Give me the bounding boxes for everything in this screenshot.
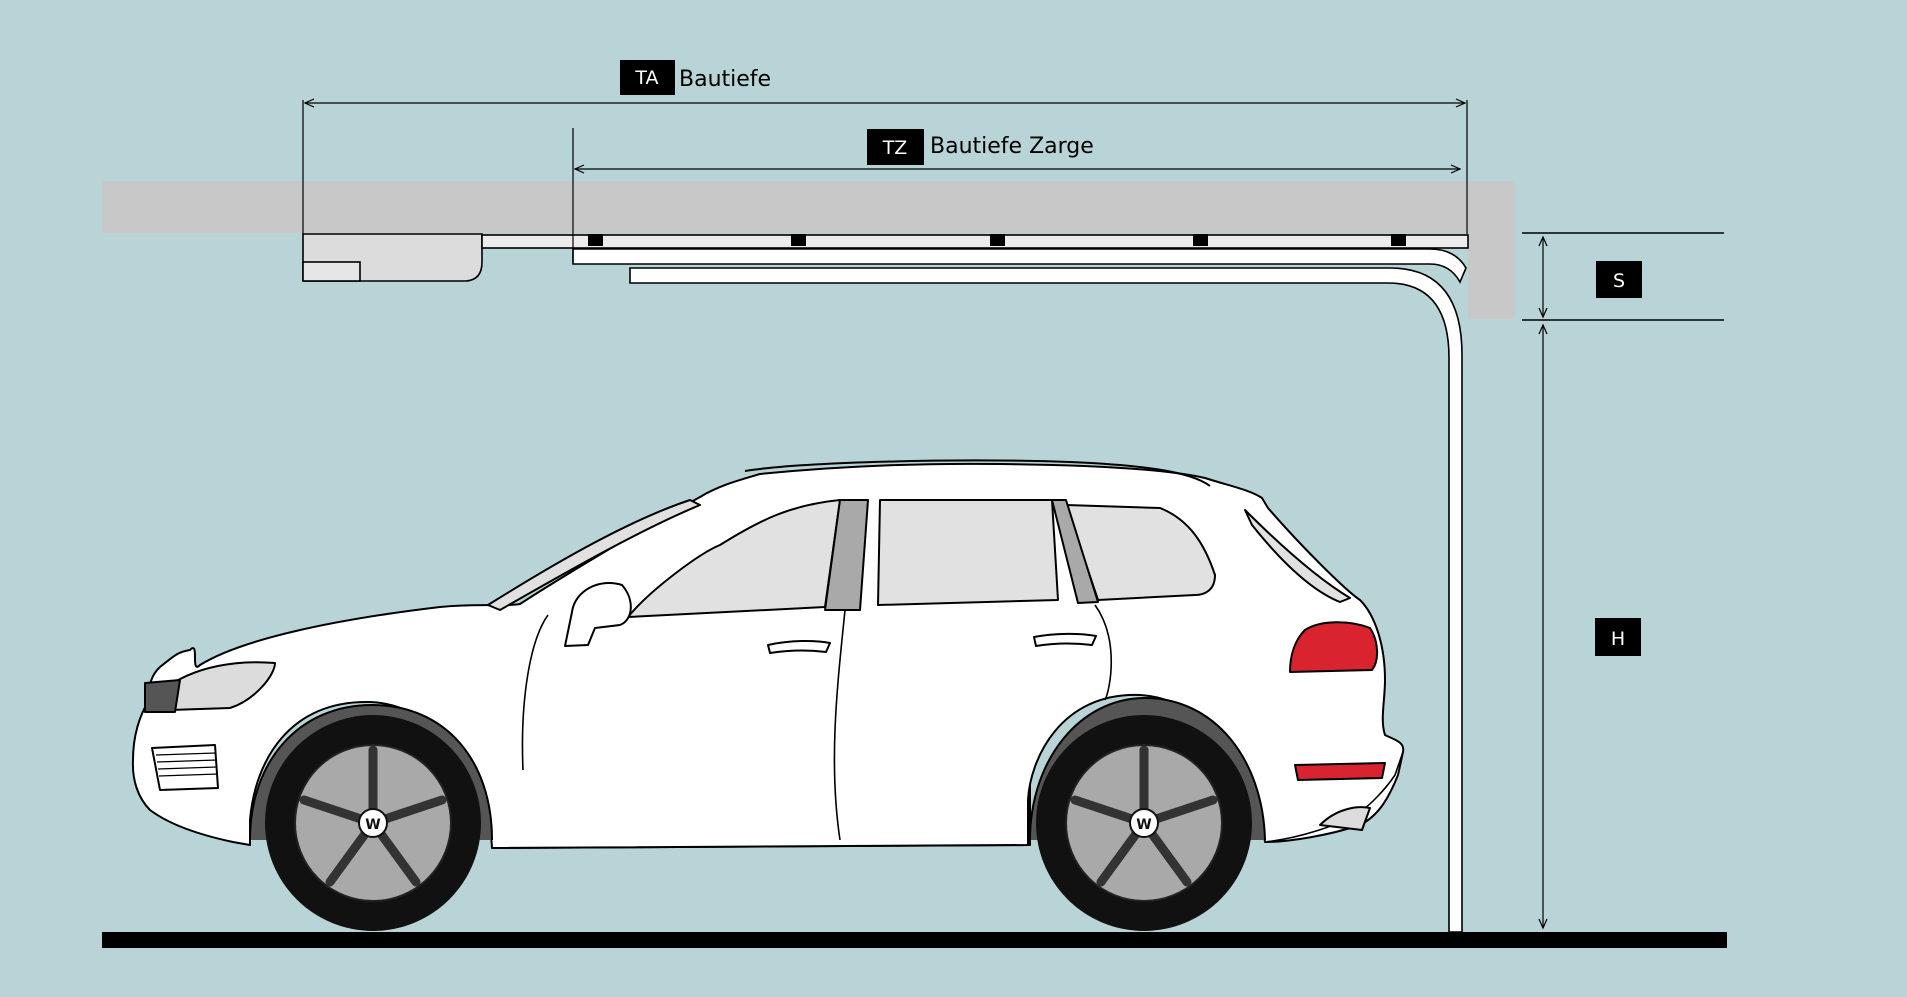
s-badge: S bbox=[1613, 270, 1625, 292]
vw-logo-icon bbox=[358, 808, 388, 838]
tz-label: Bautiefe Zarge bbox=[930, 134, 1094, 159]
front-wheel: W bbox=[265, 715, 481, 931]
tz-badge-bg bbox=[867, 129, 924, 165]
frame-track-upper bbox=[572, 248, 1467, 284]
ceiling-slab bbox=[102, 181, 1515, 233]
ta-badge: TA bbox=[634, 67, 658, 89]
rail-mount bbox=[588, 234, 603, 246]
rear-door-end-line bbox=[1094, 604, 1112, 701]
front-door-line bbox=[521, 614, 549, 771]
vw-logo-icon: W bbox=[365, 817, 380, 833]
operator-rail bbox=[481, 234, 1469, 249]
dimension-tz bbox=[572, 128, 1462, 262]
h-badge: H bbox=[1611, 628, 1625, 650]
ta-badge-bg bbox=[620, 60, 675, 95]
windshield bbox=[487, 499, 701, 611]
roof-rail bbox=[744, 459, 1211, 487]
operator-end-cap bbox=[302, 261, 361, 282]
rail-mount bbox=[791, 234, 806, 246]
rail-mount bbox=[1193, 234, 1208, 246]
rear-reflector bbox=[1294, 762, 1386, 781]
pillar-c bbox=[1051, 499, 1099, 604]
grille bbox=[144, 679, 181, 713]
side-mirror bbox=[564, 582, 632, 647]
window-front bbox=[627, 499, 841, 618]
rail-mounts bbox=[588, 234, 1406, 246]
rear-window bbox=[1244, 509, 1351, 603]
door-operator bbox=[302, 233, 1469, 282]
dimension-h bbox=[1538, 323, 1548, 930]
h-badge-bg bbox=[1595, 618, 1641, 656]
vw-logo-icon: W bbox=[1136, 817, 1151, 833]
headlight bbox=[162, 661, 276, 711]
vent-slats bbox=[155, 752, 219, 777]
pillar-b bbox=[824, 499, 869, 611]
rear-door-line bbox=[833, 609, 846, 841]
rail-mount bbox=[1391, 234, 1406, 246]
dimension-s bbox=[1522, 232, 1724, 321]
ta-label: Bautiefe bbox=[679, 67, 771, 92]
dimension-ta bbox=[302, 98, 1468, 234]
ceiling bbox=[102, 181, 1515, 319]
door-handle-rear bbox=[1033, 632, 1097, 647]
vw-logo-icon bbox=[1129, 808, 1159, 838]
window-rear-door bbox=[877, 499, 1059, 606]
tz-badge: TZ bbox=[882, 137, 908, 159]
floor bbox=[102, 932, 1727, 948]
exhaust bbox=[1319, 806, 1371, 831]
rear-wheel: W bbox=[1036, 715, 1252, 931]
door-handle-front bbox=[767, 639, 831, 654]
rail-mount bbox=[990, 234, 1005, 246]
tail-light bbox=[1289, 621, 1378, 673]
window-quarter bbox=[1065, 504, 1216, 601]
lintel bbox=[1468, 233, 1515, 319]
s-badge-bg bbox=[1596, 261, 1642, 298]
